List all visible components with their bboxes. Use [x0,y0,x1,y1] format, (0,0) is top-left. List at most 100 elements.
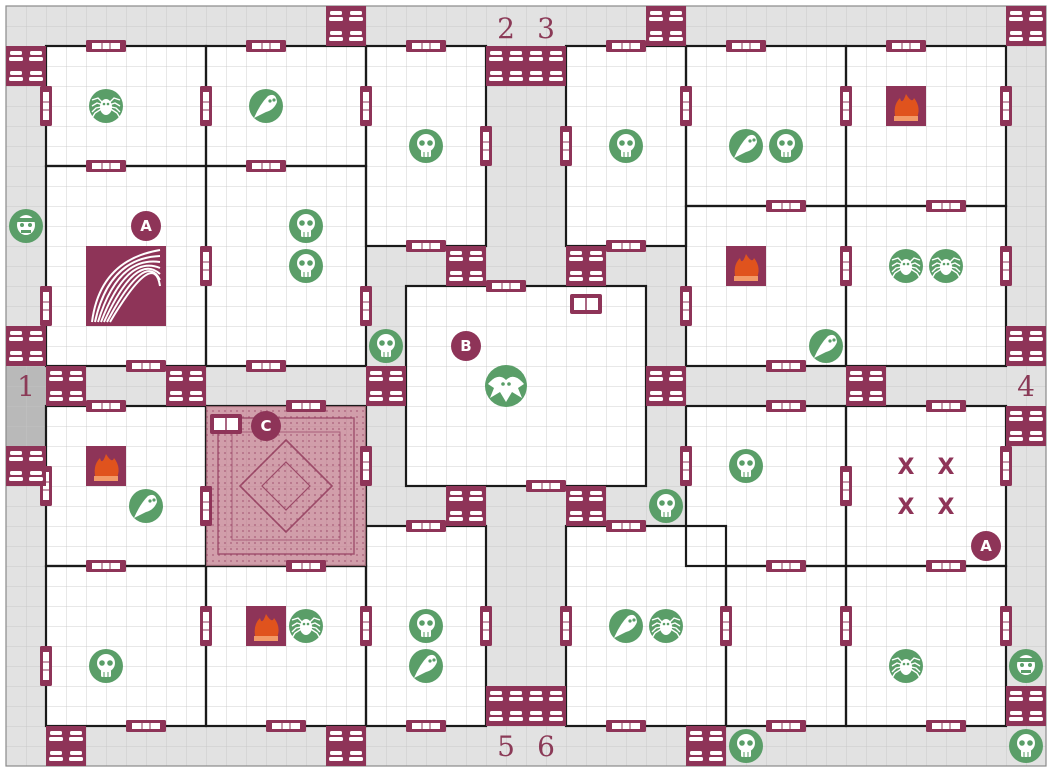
door-icon[interactable] [406,40,446,52]
ghost-icon[interactable] [409,649,443,683]
door-icon[interactable] [40,286,52,326]
door-icon[interactable] [766,400,806,412]
door-icon[interactable] [1000,246,1012,286]
door-icon[interactable] [766,720,806,732]
door-icon[interactable] [726,40,766,52]
door-icon[interactable] [200,246,212,286]
door-icon[interactable] [560,126,572,166]
skull-icon[interactable] [289,249,323,283]
skull-icon[interactable] [609,129,643,163]
door-icon[interactable] [246,360,286,372]
zombie-icon[interactable] [9,209,43,243]
door-icon[interactable] [766,560,806,572]
marker-b[interactable]: B [451,331,481,361]
skull-icon[interactable] [89,649,123,683]
fire-trap-icon[interactable] [246,606,286,646]
gargoyle-icon[interactable] [485,365,527,407]
door-icon[interactable] [406,520,446,532]
door-icon[interactable] [200,606,212,646]
door-icon[interactable] [680,286,692,326]
fire-trap-icon[interactable] [726,246,766,286]
fire-trap-icon[interactable] [86,446,126,486]
door-panel [843,612,849,640]
skull-icon[interactable] [409,609,443,643]
door-icon[interactable] [126,360,166,372]
spider-icon[interactable] [929,249,963,283]
marker-a2[interactable]: A [971,531,1001,561]
door-icon[interactable] [86,400,126,412]
door-icon[interactable] [266,720,306,732]
marker-a[interactable]: A [131,211,161,241]
door-icon[interactable] [86,560,126,572]
door-icon[interactable] [360,86,372,126]
door-icon[interactable] [526,480,566,492]
door-panel [683,92,689,120]
ghost-icon[interactable] [809,329,843,363]
fire-trap-icon[interactable] [886,86,926,126]
door-icon[interactable] [40,646,52,686]
door-icon[interactable] [926,200,966,212]
zombie-icon[interactable] [1009,649,1043,683]
door-icon[interactable] [246,40,286,52]
door-icon[interactable] [840,86,852,126]
door-icon[interactable] [606,520,646,532]
chest-icon[interactable] [210,414,242,434]
skull-icon[interactable] [729,729,763,763]
door-icon[interactable] [480,126,492,166]
door-icon[interactable] [606,240,646,252]
door-icon[interactable] [360,446,372,486]
chest-icon[interactable] [570,294,602,314]
door-icon[interactable] [200,86,212,126]
door-icon[interactable] [926,720,966,732]
spider-icon[interactable] [889,649,923,683]
skull-icon[interactable] [729,449,763,483]
door-icon[interactable] [486,280,526,292]
door-icon[interactable] [926,560,966,572]
door-icon[interactable] [1000,86,1012,126]
ghost-icon[interactable] [609,609,643,643]
door-icon[interactable] [840,466,852,506]
marker-c[interactable]: C [251,411,281,441]
door-icon[interactable] [680,86,692,126]
spider-icon[interactable] [649,609,683,643]
spider-icon[interactable] [89,89,123,123]
door-icon[interactable] [286,400,326,412]
door-icon[interactable] [86,160,126,172]
door-icon[interactable] [360,286,372,326]
rubble-icon [566,486,606,526]
door-icon[interactable] [246,160,286,172]
door-icon[interactable] [606,720,646,732]
skull-icon[interactable] [649,489,683,523]
skull-icon[interactable] [1009,729,1043,763]
door-icon[interactable] [406,240,446,252]
door-icon[interactable] [766,200,806,212]
skull-icon[interactable] [409,129,443,163]
door-icon[interactable] [840,246,852,286]
door-icon[interactable] [126,720,166,732]
door-icon[interactable] [1000,446,1012,486]
door-icon[interactable] [40,86,52,126]
door-icon[interactable] [680,446,692,486]
skull-icon[interactable] [289,209,323,243]
door-icon[interactable] [606,40,646,52]
door-icon[interactable] [286,560,326,572]
door-icon[interactable] [200,486,212,526]
door-icon[interactable] [406,720,446,732]
ghost-icon[interactable] [249,89,283,123]
ghost-icon[interactable] [729,129,763,163]
ghost-icon[interactable] [129,489,163,523]
door-icon[interactable] [840,606,852,646]
skull-icon[interactable] [769,129,803,163]
door-icon[interactable] [560,606,572,646]
spider-icon[interactable] [289,609,323,643]
door-icon[interactable] [720,606,732,646]
skull-icon[interactable] [369,329,403,363]
door-icon[interactable] [766,360,806,372]
door-icon[interactable] [86,40,126,52]
door-icon[interactable] [886,40,926,52]
spider-icon[interactable] [889,249,923,283]
door-icon[interactable] [1000,606,1012,646]
door-icon[interactable] [480,606,492,646]
door-icon[interactable] [360,606,372,646]
door-icon[interactable] [926,400,966,412]
